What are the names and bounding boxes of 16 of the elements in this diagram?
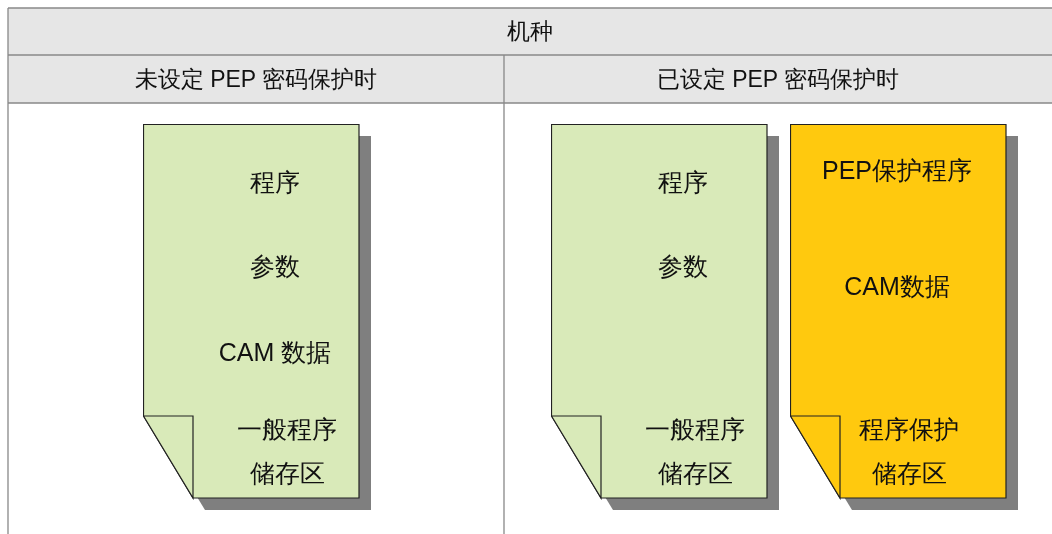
document-shape [143,124,371,510]
node-text: 程序 [250,167,300,198]
table-header: 未设定 PEP 密码保护时 [133,64,379,94]
node-text: CAM 数据 [218,337,332,368]
node-text: PEP保护程序 [822,155,972,186]
node-text: 一般程序储存区 [236,414,338,489]
document-shape [790,124,1018,510]
node-text: 参数 [250,251,300,282]
table-header: 已设定 PEP 密码保护时 [655,64,901,94]
node-text: 参数 [658,251,708,282]
node-text: 一般程序储存区 [644,414,746,489]
node-text: 程序 [658,167,708,198]
document-shape [551,124,779,510]
node-text: 程序保护储存区 [858,414,960,489]
table-header: 机种 [506,17,554,46]
node-text: CAM数据 [844,271,950,302]
